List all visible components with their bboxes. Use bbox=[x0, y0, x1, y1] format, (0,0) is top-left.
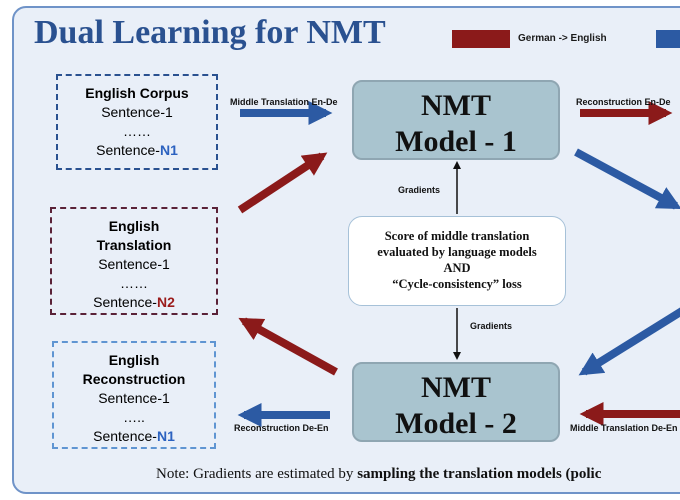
score-box: Score of middle translation evaluated by… bbox=[348, 216, 566, 306]
english-translation-heading-2: Translation bbox=[96, 237, 172, 253]
english-translation-last-prefix: Sentence- bbox=[93, 294, 157, 310]
nmt-model-2-line-2: Model - 2 bbox=[395, 407, 517, 440]
english-translation-last-sentence: Sentence-N2 bbox=[52, 293, 216, 312]
english-corpus-last-sentence: Sentence-N1 bbox=[58, 141, 216, 160]
score-line-4: “Cycle-consistency” loss bbox=[392, 277, 522, 291]
english-corpus-count-n1: N1 bbox=[159, 142, 178, 158]
nmt-model-2-line-1: NMT bbox=[421, 371, 491, 404]
english-reconstruction-box: English Reconstruction Sentence-1 ….. Se… bbox=[52, 341, 216, 449]
english-corpus-box: English Corpus Sentence-1 …… Sentence-N1 bbox=[56, 74, 218, 170]
arrow-model2-to-translation bbox=[238, 317, 338, 376]
english-reconstruction-heading-1: English bbox=[108, 352, 160, 368]
english-reconstruction-heading-2: Reconstruction bbox=[82, 371, 186, 387]
legend-swatch-german-english bbox=[452, 30, 510, 48]
english-reconstruction-count-n1: N1 bbox=[156, 428, 175, 444]
diagram-frame bbox=[12, 6, 680, 494]
nmt-model-2-box: NMT Model - 2 bbox=[352, 362, 560, 442]
label-reconstruction-de-en: Reconstruction De-En bbox=[234, 423, 329, 433]
english-corpus-last-prefix: Sentence- bbox=[96, 142, 160, 158]
arrow-model1-to-right bbox=[574, 148, 680, 210]
english-corpus-ellipsis: …… bbox=[123, 123, 151, 139]
english-reconstruction-last-prefix: Sentence- bbox=[93, 428, 157, 444]
nmt-model-1-box: NMT Model - 1 bbox=[352, 80, 560, 160]
label-gradients-bottom: Gradients bbox=[470, 321, 513, 331]
label-gradients-top: Gradients bbox=[398, 185, 441, 195]
english-translation-sentence-1: Sentence-1 bbox=[98, 256, 170, 272]
english-translation-heading-1: English bbox=[108, 218, 160, 234]
nmt-model-1-line-2: Model - 1 bbox=[395, 125, 517, 158]
label-middle-translation-en-de: Middle Translation En-De bbox=[230, 97, 338, 107]
score-line-2: evaluated by language models bbox=[377, 245, 537, 259]
arrow-right-to-model2 bbox=[578, 307, 680, 376]
nmt-model-1-line-1: NMT bbox=[421, 89, 491, 122]
english-translation-count-n2: N2 bbox=[156, 294, 175, 310]
english-reconstruction-ellipsis: ….. bbox=[123, 409, 145, 425]
english-corpus-sentence-1: Sentence-1 bbox=[101, 104, 173, 120]
diagram-title: Dual Learning for NMT bbox=[34, 14, 386, 51]
english-translation-box: English Translation Sentence-1 …… Senten… bbox=[50, 207, 218, 315]
label-middle-translation-de-en: Middle Translation De-En bbox=[570, 423, 678, 433]
english-reconstruction-sentence-1: Sentence-1 bbox=[98, 390, 170, 406]
english-reconstruction-last-sentence: Sentence-N1 bbox=[54, 427, 214, 446]
english-corpus-heading: English Corpus bbox=[85, 85, 189, 101]
footnote: Note: Gradients are estimated by samplin… bbox=[156, 466, 601, 483]
arrow-translation-to-model1 bbox=[237, 152, 328, 214]
english-translation-ellipsis: …… bbox=[120, 275, 148, 291]
footnote-bold: sampling the translation models (polic bbox=[357, 466, 602, 482]
footnote-prefix: Note: Gradients are estimated by bbox=[156, 466, 358, 482]
label-reconstruction-en-de: Reconstruction En-De bbox=[576, 97, 671, 107]
legend-swatch-english-german bbox=[656, 30, 680, 48]
score-line-1: Score of middle translation bbox=[384, 229, 530, 243]
legend-label-german-english: German -> English bbox=[518, 33, 607, 44]
score-line-3: AND bbox=[443, 261, 471, 275]
